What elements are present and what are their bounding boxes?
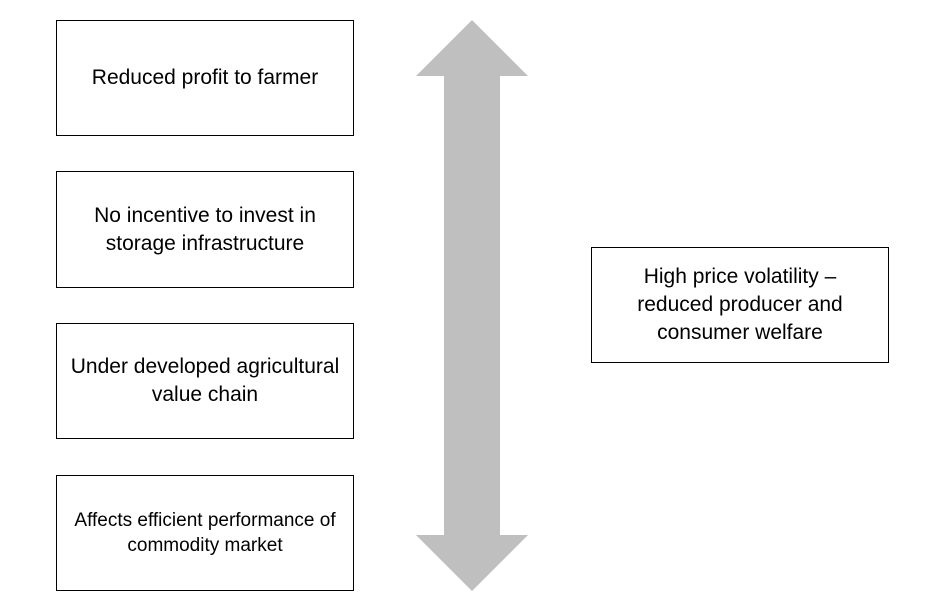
cause-box-label: Affects efficient performance of commodi… (74, 509, 336, 556)
cause-box-label: No incentive to invest in storage infras… (94, 203, 316, 255)
double-arrow-shape (416, 20, 528, 591)
effect-box-label: High price volatility – reduced producer… (637, 265, 843, 344)
effect-box-price-volatility: High price volatility – reduced producer… (591, 247, 889, 363)
cause-box-market-performance: Affects efficient performance of commodi… (56, 475, 354, 591)
cause-box-no-storage-incentive: No incentive to invest in storage infras… (56, 171, 354, 288)
cause-box-reduced-profit: Reduced profit to farmer (56, 20, 354, 136)
cause-box-value-chain: Under developed agricultural value chain (56, 323, 354, 439)
cause-box-label: Under developed agricultural value chain (70, 355, 340, 406)
cause-box-label: Reduced profit to farmer (91, 66, 319, 90)
